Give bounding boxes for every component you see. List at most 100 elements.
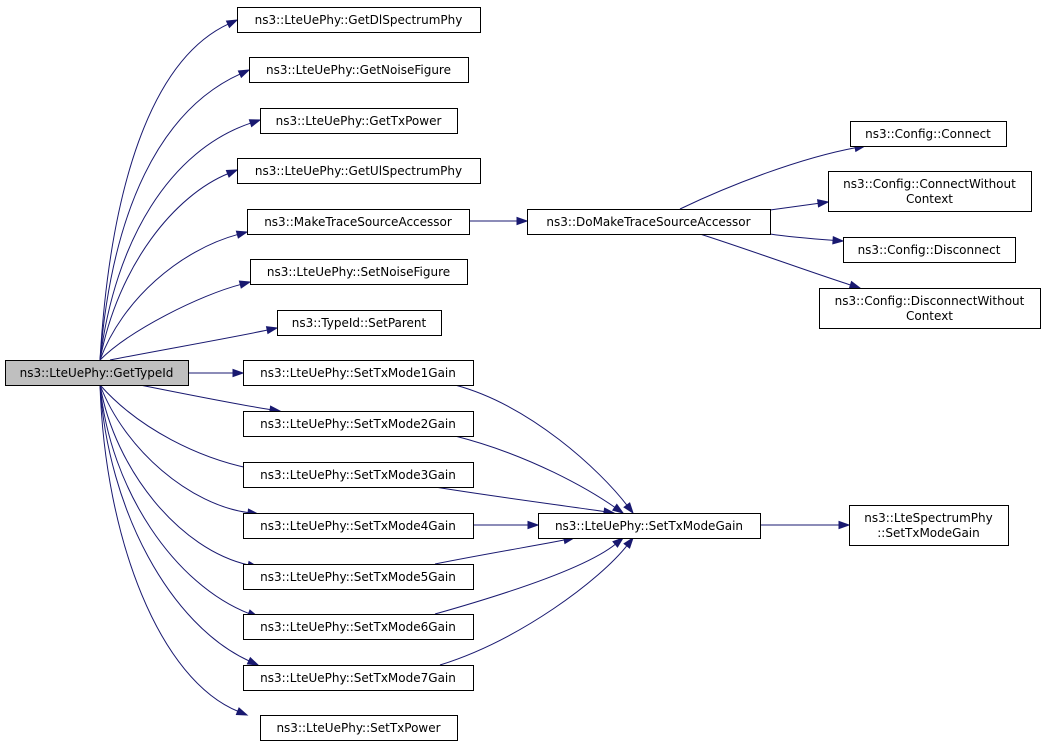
node-label: ns3::LteSpectrumPhy (864, 511, 992, 525)
node-getulspectrumphy[interactable]: ns3::LteUePhy::GetUlSpectrumPhy (237, 158, 481, 184)
node-label: ns3::LteUePhy::SetTxMode5Gain (260, 570, 456, 584)
edge-line (99, 283, 242, 361)
node-settxpower[interactable]: ns3::LteUePhy::SetTxPower (260, 715, 458, 741)
node-label: ns3::LteUePhy::SetTxMode4Gain (260, 519, 456, 533)
edge-domaketracesourceaccessor-to-config-disconnect (769, 233, 845, 245)
node-label: ns3::LteUePhy::SetTxMode6Gain (260, 620, 456, 634)
edges-layer (99, 19, 867, 716)
node-box (243, 665, 474, 691)
node-settxmode2gain[interactable]: ns3::LteUePhy::SetTxMode2Gain (243, 411, 474, 437)
node-label: ns3::LteUePhy::SetTxMode1Gain (260, 366, 456, 380)
edge-settxmode1gain-to-settxmodegain (454, 384, 634, 515)
node-settxmode7gain[interactable]: ns3::LteUePhy::SetTxMode7Gain (243, 665, 474, 691)
node-gettypeid[interactable]: ns3::LteUePhy::GetTypeId (5, 360, 189, 386)
edge-gettypeid-to-getdlspectrumphy (99, 19, 239, 361)
edge-gettypeid-to-settxpower (99, 384, 249, 716)
node-box (243, 564, 474, 590)
edge-arrowhead (265, 326, 279, 335)
node-box (243, 462, 474, 488)
node-box (527, 209, 771, 235)
node-label: ns3::LteUePhy::GetDlSpectrumPhy (255, 13, 463, 27)
node-gettxpower[interactable]: ns3::LteUePhy::GetTxPower (260, 108, 458, 134)
edge-line (139, 384, 272, 411)
edge-arrowhead (527, 520, 540, 530)
node-label: ns3::Config::DisconnectWithout (835, 294, 1025, 308)
edge-settxmode3gain-to-settxmodegain (434, 486, 616, 516)
edge-line (99, 233, 239, 361)
node-label: ::SetTxModeGain (877, 526, 980, 540)
node-config-disconnect[interactable]: ns3::Config::Disconnect (843, 237, 1016, 263)
edge-arrowhead (237, 69, 251, 79)
edge-arrowhead (848, 280, 862, 289)
node-label: ns3::LteUePhy::SetTxModeGain (555, 519, 743, 533)
edge-line (109, 329, 269, 361)
node-domaketracesourceaccessor[interactable]: ns3::DoMakeTraceSourceAccessor (527, 209, 771, 235)
node-box (249, 57, 469, 83)
edge-line (679, 147, 857, 210)
node-maketracesourceaccessor[interactable]: ns3::MakeTraceSourceAccessor (247, 209, 470, 235)
node-box (819, 288, 1041, 329)
edge-gettypeid-to-maketracesourceaccessor (99, 230, 249, 361)
edge-line (99, 384, 250, 469)
node-setnoisefigure[interactable]: ns3::LteUePhy::SetNoiseFigure (250, 259, 468, 285)
node-settxmode1gain[interactable]: ns3::LteUePhy::SetTxMode1Gain (243, 360, 474, 386)
edge-gettypeid-to-settxmode4gain (99, 384, 260, 517)
node-box (250, 259, 468, 285)
edge-gettypeid-to-settxmode2gain (139, 384, 282, 414)
edge-gettypeid-to-getulspectrumphy (99, 169, 239, 361)
node-config-connect[interactable]: ns3::Config::Connect (850, 121, 1007, 147)
node-box (247, 209, 470, 235)
node-box (237, 7, 481, 33)
node-box (849, 505, 1009, 546)
node-label: ns3::LteUePhy::GetUlSpectrumPhy (255, 164, 462, 178)
edge-arrowhead (238, 280, 252, 289)
node-box (828, 171, 1032, 212)
node-settxmode4gain[interactable]: ns3::LteUePhy::SetTxMode4Gain (243, 513, 474, 539)
edge-arrowhead (232, 368, 245, 378)
node-label: ns3::Config::Connect (865, 127, 991, 141)
node-box (277, 310, 442, 336)
edge-arrowhead (838, 520, 851, 530)
edge-line (699, 233, 852, 286)
edge-arrowhead (248, 119, 262, 128)
edge-line (99, 122, 252, 361)
node-setparent[interactable]: ns3::TypeId::SetParent (277, 310, 442, 336)
edge-line (99, 23, 230, 361)
edge-line (99, 384, 250, 566)
node-label: ns3::LteUePhy::SetTxMode2Gain (260, 417, 456, 431)
node-settxmode6gain[interactable]: ns3::LteUePhy::SetTxMode6Gain (243, 614, 474, 640)
node-box (850, 121, 1007, 147)
node-getdlspectrumphy[interactable]: ns3::LteUePhy::GetDlSpectrumPhy (237, 7, 481, 33)
node-ltespectrumphy-settxmodegain[interactable]: ns3::LteSpectrumPhy::SetTxModeGain (849, 505, 1009, 546)
node-label: ns3::LteUePhy::GetTypeId (20, 366, 174, 380)
node-getnoisefigure[interactable]: ns3::LteUePhy::GetNoiseFigure (249, 57, 469, 83)
edge-settxmodegain-to-ltespectrumphy-settxmodegain (760, 520, 851, 530)
node-label: ns3::LteUePhy::SetTxPower (276, 721, 440, 735)
edge-line (99, 384, 251, 662)
edge-line (99, 73, 242, 361)
edge-settxmode5gain-to-settxmodegain (434, 536, 576, 565)
edge-line (454, 384, 628, 507)
nodes-layer: ns3::LteUePhy::GetTypeId ns3::LteUePhy::G… (5, 7, 1041, 741)
node-box (243, 513, 474, 539)
node-box (5, 360, 189, 386)
edge-arrowhead (623, 502, 634, 515)
edge-arrowhead (611, 503, 625, 514)
edge-line (434, 543, 617, 615)
node-box (538, 513, 761, 539)
edge-arrowhead (516, 216, 529, 226)
edge-settxmode2gain-to-settxmodegain (454, 435, 625, 514)
edge-gettypeid-to-settxmode7gain (99, 384, 260, 666)
node-settxmode5gain[interactable]: ns3::LteUePhy::SetTxMode5Gain (243, 564, 474, 590)
edge-line (439, 544, 628, 666)
edge-gettypeid-to-settxmode1gain (188, 368, 245, 378)
edge-gettypeid-to-settxmode3gain (99, 384, 260, 472)
edge-line (434, 539, 566, 565)
node-settxmode3gain[interactable]: ns3::LteUePhy::SetTxMode3Gain (243, 462, 474, 488)
node-settxmodegain[interactable]: ns3::LteUePhy::SetTxModeGain (538, 513, 761, 539)
node-label: ns3::DoMakeTraceSourceAccessor (546, 215, 750, 229)
node-label: ns3::LteUePhy::SetTxMode7Gain (260, 671, 456, 685)
edge-gettypeid-to-getnoisefigure (99, 69, 251, 361)
